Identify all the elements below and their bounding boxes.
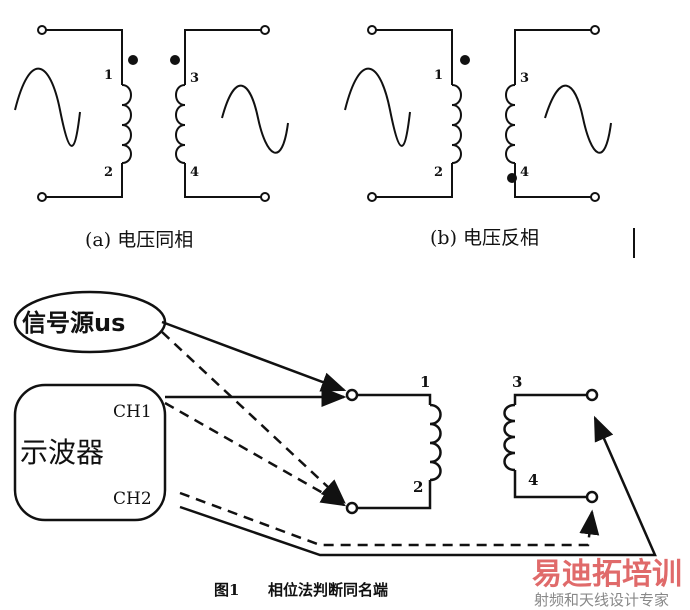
figure-label: 图1 (214, 581, 239, 599)
polarity-dot (170, 55, 180, 65)
pin-label: 4 (520, 165, 529, 180)
ch2-label: CH2 (113, 489, 152, 509)
sine-wave-icon (221, 84, 289, 154)
pin-label: 1 (420, 373, 430, 391)
test-circuit (13, 290, 657, 557)
pin-label: 3 (520, 71, 529, 86)
ch1-label: CH1 (113, 402, 152, 422)
oscilloscope-label: 示波器 (20, 436, 104, 469)
polarity-dot (460, 55, 470, 65)
signal-source-label: 信号源us (22, 309, 125, 337)
pin-label: 1 (104, 68, 113, 83)
panel-b-transformer (344, 25, 612, 202)
sine-wave-icon (14, 67, 81, 147)
polarity-dot (128, 55, 138, 65)
pin-label: 4 (528, 471, 538, 489)
polarity-dot (507, 173, 517, 183)
watermark-slogan: 射频和天线设计专家 (534, 591, 669, 609)
oscilloscope (13, 383, 167, 522)
pin-label: 4 (190, 165, 199, 180)
pin-label: 2 (104, 165, 113, 180)
figure-title: 相位法判断同名端 (268, 581, 388, 599)
pin-label: 2 (434, 165, 443, 180)
caption-a: (a) 电压同相 (85, 229, 193, 251)
pin-label: 3 (190, 71, 199, 86)
watermark-brand: 易迪拓培训 (532, 557, 682, 592)
pin-label: 2 (413, 478, 423, 496)
caption-b: (b) 电压反相 (430, 227, 539, 249)
pin-label: 1 (434, 68, 443, 83)
pin-label: 3 (512, 373, 522, 391)
panel-a-transformer (14, 25, 289, 202)
